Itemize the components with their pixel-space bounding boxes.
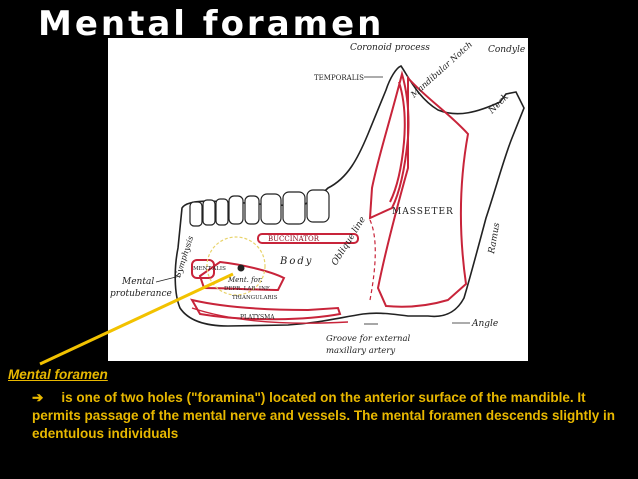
label-condyle: Condyle [488, 45, 525, 55]
label-buccinator: BUCCINATOR [268, 235, 320, 243]
label-mental-foramen-short: Ment. for. [227, 276, 263, 284]
oblique-line [369, 219, 376, 301]
label-mental-2: protuberance [110, 289, 172, 299]
label-body: Body [279, 256, 313, 267]
label-temporalis: TEMPORALIS [314, 74, 364, 82]
label-triangularis: TRIANGULARIS [232, 295, 278, 301]
label-groove-1: Groove for external [326, 334, 411, 344]
teeth [189, 189, 330, 227]
arrow-icon: ➔ [32, 390, 44, 405]
mental-foramen-hole [237, 264, 245, 272]
description-text: ➔is one of two holes ("foramina") locate… [32, 389, 622, 443]
label-mentalis: MENT-ALIS [193, 266, 226, 272]
label-angle: Angle [471, 319, 498, 329]
mandible-illustration: Coronoid process Condyle TEMPORALIS Mand… [108, 38, 528, 361]
label-masseter: MASSETER [392, 207, 454, 217]
label-platysma: PLATYSMA [240, 314, 275, 321]
highlight-circle [206, 236, 266, 296]
label-coronoid: Coronoid process [350, 43, 430, 53]
label-depressor: DEPR. LAB. INF. [224, 286, 271, 292]
label-groove-2: maxillary artery [326, 346, 395, 356]
label-mental-1: Mental [121, 277, 154, 287]
caption-label: Mental foramen [8, 367, 108, 382]
slide-title: Mental foramen [38, 4, 385, 44]
description-body: is one of two holes ("foramina") located… [32, 390, 615, 441]
